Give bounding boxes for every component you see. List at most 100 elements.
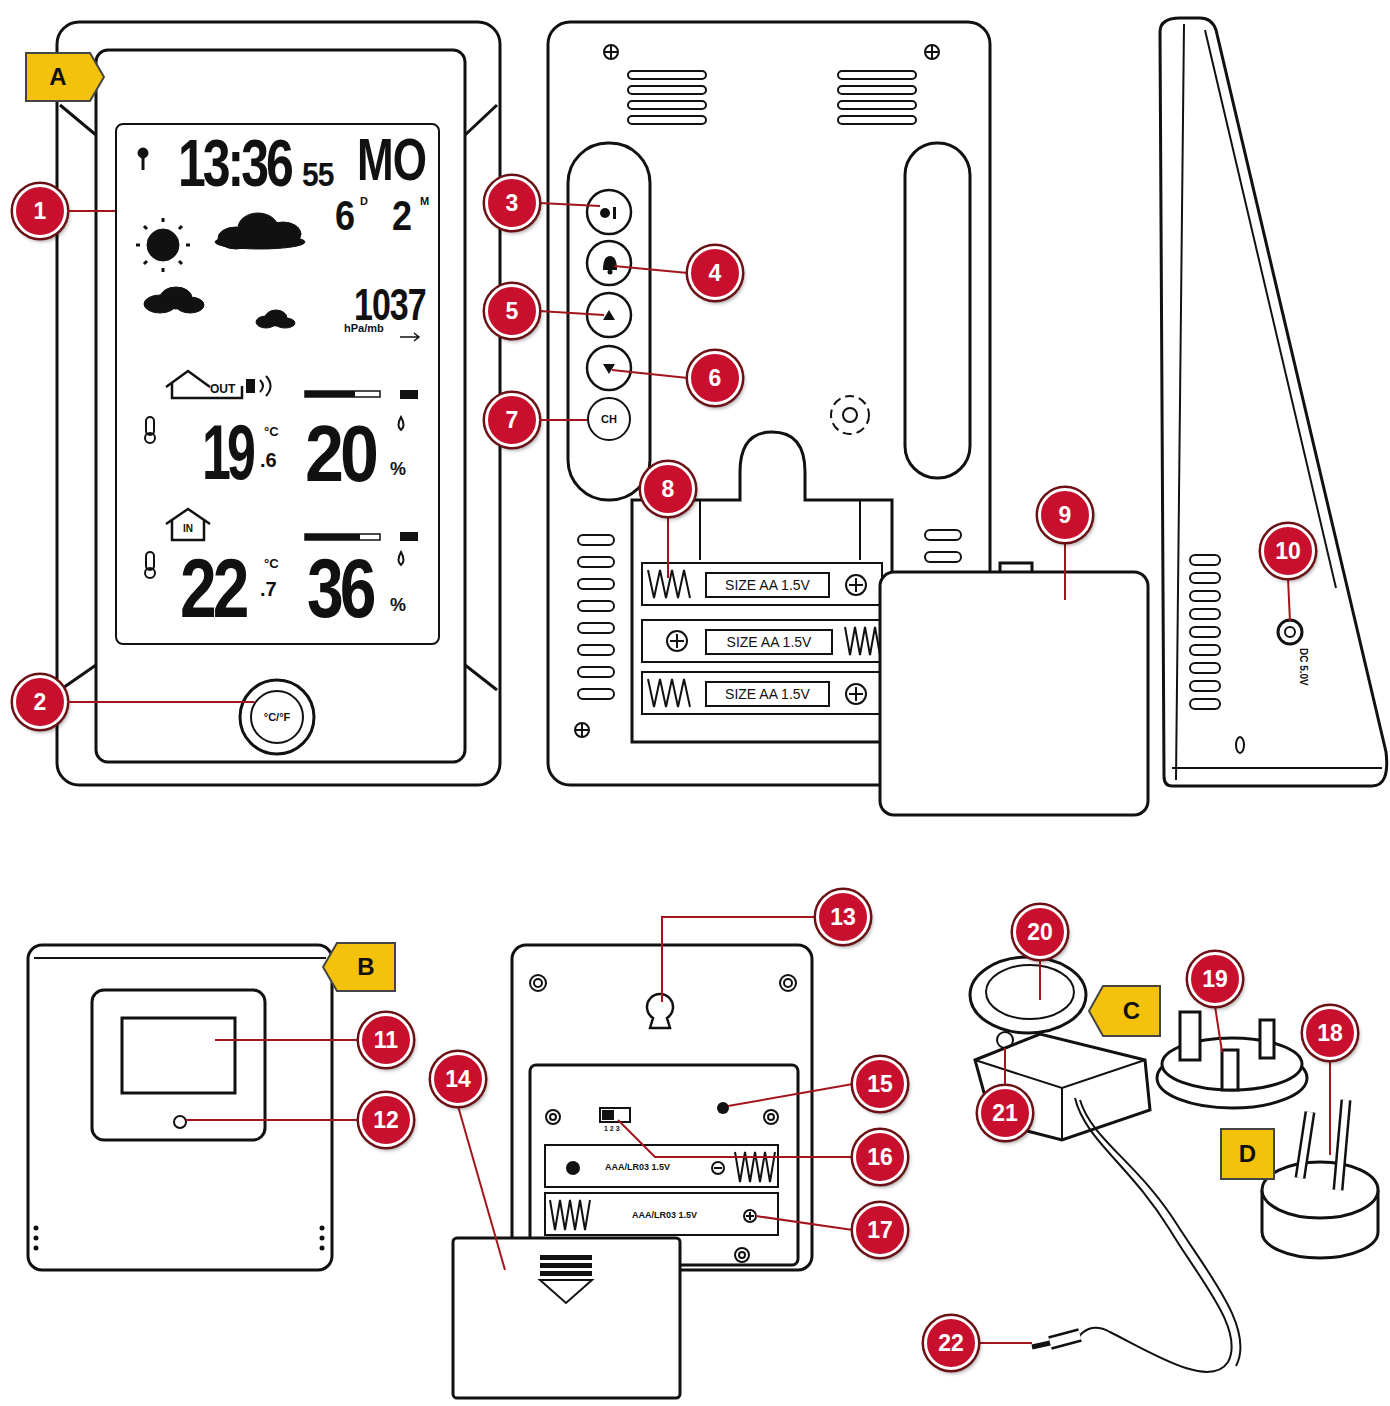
vent-slot	[1190, 663, 1220, 673]
lcd-icons	[145, 568, 155, 578]
screw	[546, 1110, 560, 1124]
lcd-icons	[260, 376, 271, 396]
screw	[550, 1114, 556, 1120]
station-front	[240, 680, 314, 754]
battery-slot	[545, 1145, 778, 1235]
lcd-icons	[400, 532, 418, 541]
power-adapter	[997, 1032, 1013, 1048]
polarity-symbol	[567, 1162, 756, 1222]
part-letter-tag-text: D	[1239, 1142, 1256, 1166]
sensor-front	[34, 1236, 39, 1241]
screw	[768, 1114, 774, 1120]
screw	[575, 723, 589, 737]
lcd-icons	[246, 379, 255, 393]
arrow-symbol	[540, 1255, 592, 1260]
callout-number: 20	[1013, 905, 1067, 959]
vent-slot	[838, 71, 916, 79]
vent-slot	[1190, 573, 1220, 583]
vent-slot	[628, 116, 706, 124]
lcd-icons	[145, 433, 155, 443]
callout-number-text: 13	[830, 906, 856, 929]
sensor-front	[320, 1226, 325, 1231]
part-letter-tag: D	[1220, 1128, 1275, 1180]
tag-outline	[1221, 1129, 1274, 1179]
screw	[925, 45, 939, 59]
battery-slot	[642, 620, 882, 662]
callout-number-text: 20	[1027, 921, 1053, 944]
callout-number: 13	[816, 890, 870, 944]
station-front	[60, 105, 497, 690]
lcd-reading: .7	[260, 579, 277, 599]
station-back	[632, 432, 892, 742]
leader-line	[67, 210, 115, 212]
speaker-grille	[831, 396, 869, 434]
battery-label: SIZE AA 1.5V	[705, 681, 830, 707]
power-adapter	[986, 965, 1074, 1019]
polarity-symbol	[846, 684, 866, 704]
screw	[534, 979, 542, 987]
battery-slot	[642, 563, 882, 605]
callout-number-text: 1	[34, 200, 47, 223]
vent-slot	[1190, 555, 1220, 565]
power-adapter	[1080, 1100, 1241, 1366]
lcd-icons	[305, 391, 355, 397]
polarity-symbol	[670, 634, 684, 648]
speaker-grille	[831, 396, 869, 434]
station-front	[96, 50, 465, 762]
sensor-front	[34, 957, 326, 959]
lcd-reading: 1037	[354, 282, 426, 326]
lcd-reading: 19	[202, 413, 252, 491]
lcd-reading: °C	[264, 557, 279, 570]
leader-line	[1004, 1048, 1006, 1086]
leader-line	[1064, 542, 1066, 600]
callout-number-text: 11	[374, 1029, 398, 1052]
vent-slot	[578, 667, 614, 677]
callout-number: 18	[1303, 1006, 1357, 1060]
printed-label: 1 2 3	[604, 1125, 620, 1132]
power-adapter	[970, 957, 1086, 1033]
station-back	[905, 143, 970, 478]
uk-plug	[1260, 1020, 1274, 1058]
lcd-icons	[166, 371, 242, 398]
leader-line	[978, 1342, 1032, 1344]
push-button: CH	[587, 397, 631, 441]
part-letter-tag-text: A	[49, 65, 66, 89]
sensor-back	[453, 945, 812, 1398]
sensor-front	[34, 1226, 325, 1251]
callout-number: 15	[853, 1057, 907, 1111]
lcd-icons	[147, 229, 179, 261]
vent-slot	[628, 71, 706, 79]
screw	[926, 46, 938, 58]
lcd-reading: 36	[307, 547, 372, 630]
callout-number-text: 9	[1059, 504, 1072, 527]
polarity-symbol	[849, 578, 863, 592]
callout-number-text: 2	[34, 691, 47, 714]
leader-line	[1039, 959, 1041, 1000]
vent-slot	[628, 86, 706, 94]
uk-plug	[1222, 1050, 1238, 1090]
battery-cover	[880, 563, 1148, 815]
battery-spring	[648, 679, 690, 707]
screw	[605, 46, 617, 58]
sensor-front	[34, 1246, 39, 1251]
callout-number-text: 12	[373, 1109, 399, 1132]
battery-label: SIZE AA 1.5V	[705, 629, 833, 655]
station-front	[57, 22, 500, 785]
polarity-symbol	[567, 1162, 579, 1174]
callout-number-text: 7	[506, 409, 519, 432]
sensor-front	[92, 990, 265, 1140]
callout-number-text: 6	[709, 367, 722, 390]
power-adapter	[1032, 1343, 1050, 1347]
leader-line	[186, 1119, 359, 1121]
lcd-reading: hPa/mb	[344, 323, 384, 334]
lcd-reading: 6	[335, 194, 355, 237]
station-front	[57, 22, 500, 785]
sensor-front	[28, 945, 332, 1270]
eu-plug	[1300, 1112, 1310, 1178]
callout-number: 5	[485, 284, 539, 338]
lcd-icons	[136, 148, 419, 578]
callout-number: 14	[431, 1052, 485, 1106]
callout-number: 1	[13, 184, 67, 238]
